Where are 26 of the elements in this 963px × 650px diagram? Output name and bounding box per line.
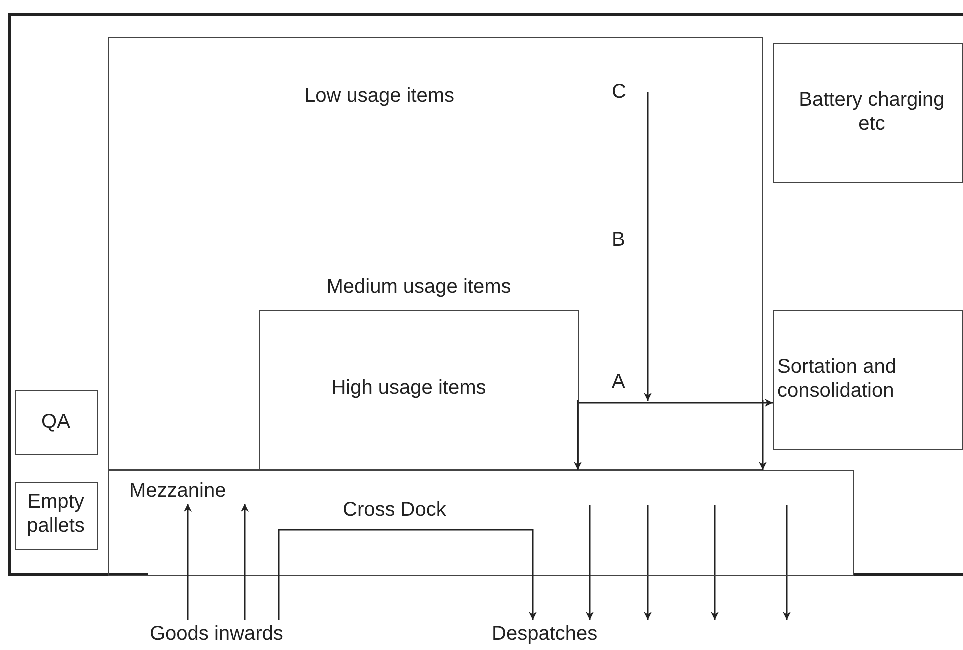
point-label: A xyxy=(612,370,626,394)
area-label: Mezzanine xyxy=(130,478,228,502)
point-label: B xyxy=(612,228,626,252)
flow-arrow xyxy=(278,529,537,620)
zone-box xyxy=(15,390,98,455)
zone-label: Low usage items xyxy=(303,84,456,108)
flow-arrow xyxy=(579,399,773,407)
zone-box xyxy=(108,470,854,576)
flow-arrow xyxy=(184,504,192,620)
area-label: Goods inwards xyxy=(150,622,284,646)
zone-label: Battery charging etc xyxy=(798,88,946,136)
flow-arrow xyxy=(241,504,249,620)
zone-label: QA xyxy=(40,410,72,434)
zone-box xyxy=(773,310,963,450)
zone-box xyxy=(15,482,98,550)
flow-arrow xyxy=(586,505,594,620)
flow-arrow xyxy=(759,400,767,470)
flow-arrow xyxy=(574,400,582,470)
zone-label: High usage items xyxy=(330,376,488,400)
zone-box xyxy=(773,43,963,183)
point-label: C xyxy=(612,80,626,104)
zone-label: Medium usage items xyxy=(326,275,512,299)
area-label: Despatches xyxy=(492,622,599,646)
zone-label: Sortation and consolidation xyxy=(778,354,898,402)
zone-label: Empty pallets xyxy=(26,490,86,538)
zone-box xyxy=(108,37,763,470)
